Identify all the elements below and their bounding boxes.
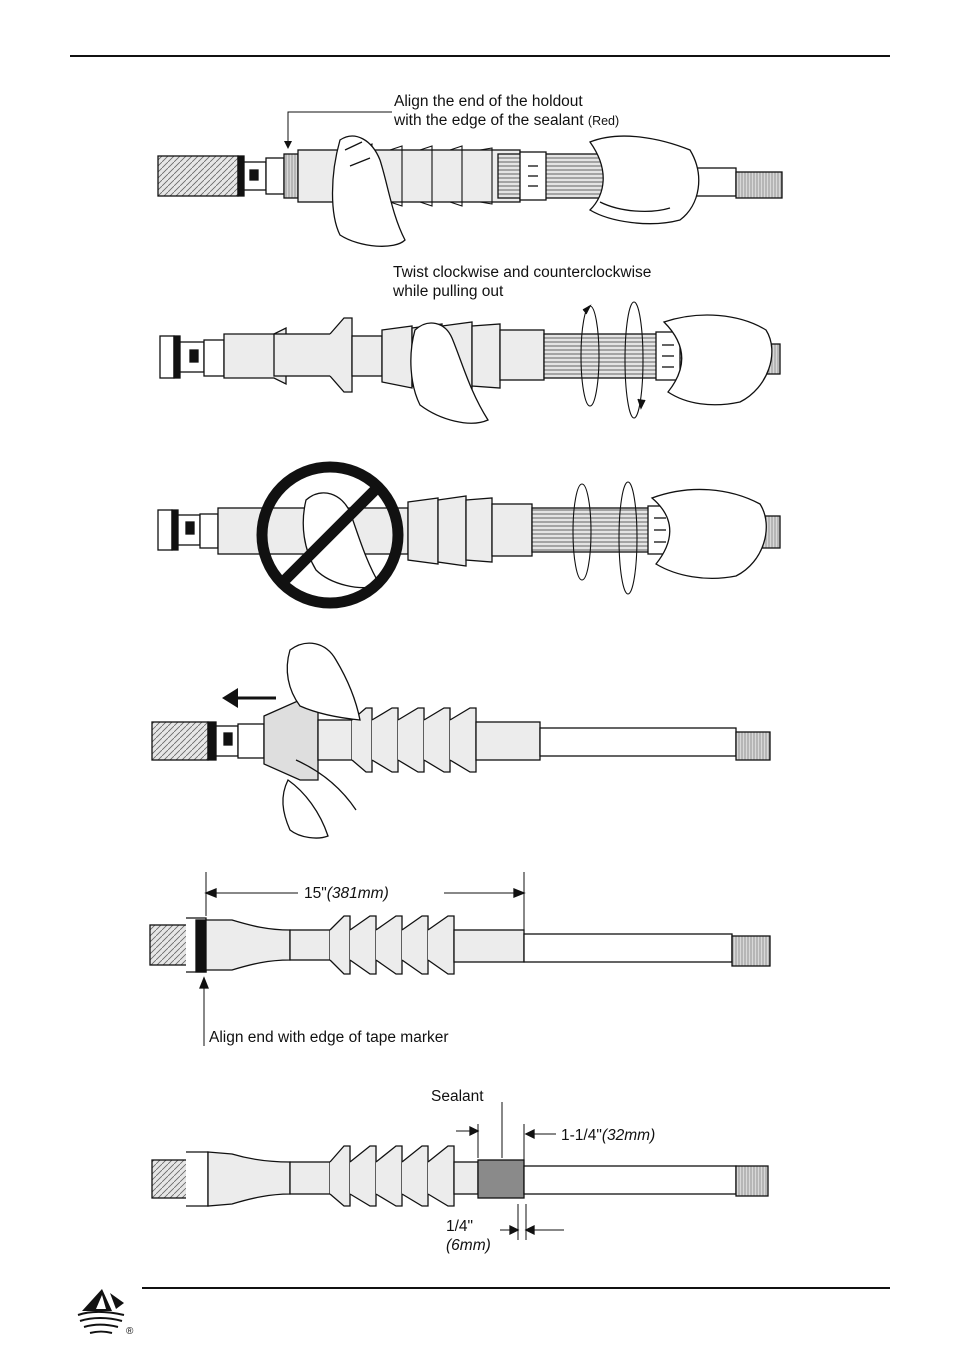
step6-dim-b-metric: (6mm)	[446, 1237, 491, 1254]
step2-label-line2: while pulling out	[393, 283, 504, 300]
step5-illustration	[149, 872, 771, 1046]
step6-illustration	[151, 1102, 769, 1240]
prohibited-sign-icon	[256, 461, 404, 609]
step5-label: Align end with edge of tape marker	[209, 1029, 449, 1046]
step2-illustration	[159, 301, 781, 424]
sealant-label: Sealant	[431, 1088, 484, 1105]
cable-end-left	[157, 155, 239, 197]
twist-arrow-icon	[572, 483, 592, 581]
twist-arrow-icon	[624, 301, 644, 419]
step6-dimension-b: 1/4" (6mm)	[446, 1217, 491, 1255]
twist-arrow-icon	[618, 481, 638, 595]
company-logo-icon	[77, 1289, 125, 1334]
step4-illustration	[151, 642, 771, 839]
step1-label-line2: with the edge of the sealant	[394, 112, 584, 129]
hand-right	[588, 135, 700, 225]
step5-dimension: 15"(381mm)	[304, 884, 389, 903]
step6-dimension-a: 1-1/4"(32mm)	[561, 1126, 655, 1145]
step5-dim-value: 15"	[304, 885, 327, 902]
step3-illustration	[157, 461, 781, 609]
step1-label: Align the end of the holdout with the ed…	[394, 92, 619, 131]
step6-dim-a-value: 1-1/4"	[561, 1127, 602, 1144]
hand-right	[650, 488, 767, 579]
hand-top	[286, 642, 361, 721]
step1-illustration	[157, 111, 783, 247]
hand-left	[410, 322, 489, 424]
step2-label: Twist clockwise and counterclockwise whi…	[393, 263, 651, 301]
hand-bottom	[282, 779, 329, 839]
sealant-band	[477, 1159, 525, 1199]
header-rule	[70, 55, 890, 57]
hand-right	[662, 314, 773, 406]
holdout-body	[297, 149, 521, 203]
step1-label-small: (Red)	[587, 114, 620, 128]
step6-dim-a-metric: (32mm)	[601, 1127, 656, 1144]
footer-rule	[142, 1287, 890, 1289]
step5-dim-metric: (381mm)	[326, 885, 389, 902]
step1-label-line1: Align the end of the holdout	[394, 93, 583, 110]
registered-mark: ®	[126, 1326, 134, 1337]
step6-dim-b-value: 1/4"	[446, 1218, 474, 1235]
hand-left	[331, 135, 406, 247]
step1-label-line2-wrap: with the edge of the sealant (Red)	[394, 111, 619, 131]
step2-label-line1: Twist clockwise and counterclockwise	[393, 264, 652, 281]
